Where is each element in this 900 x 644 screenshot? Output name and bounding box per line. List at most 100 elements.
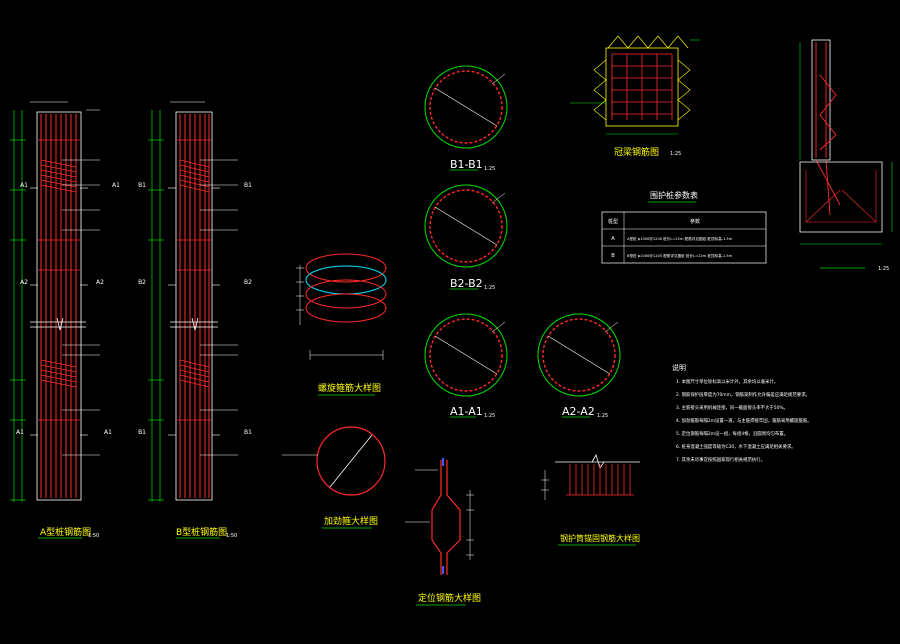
cap-beam-side-hatch bbox=[593, 59, 691, 121]
section-b2-title: B2-B2 bbox=[450, 277, 483, 290]
cap-beam-hatch-top bbox=[607, 35, 689, 49]
a-pile-section-marks bbox=[30, 187, 88, 436]
b-pile-dimension-line bbox=[148, 110, 164, 502]
cap-section-footing-hatch bbox=[805, 170, 877, 223]
cap-beam-rebar-grid bbox=[611, 53, 673, 120]
section-a2: A2-A2 1:25 bbox=[537, 313, 621, 419]
section-a1: A1-A1 1:25 bbox=[424, 313, 508, 419]
note-item-6: 6. 桩身混凝土强度等级为C30，水下混凝土应满足相关要求。 bbox=[676, 443, 796, 450]
section-a1-diameter bbox=[434, 335, 498, 375]
a-pile-outline bbox=[36, 111, 82, 501]
section-a2-scale: 1:25 bbox=[597, 413, 608, 419]
section-b1-title: B1-B1 bbox=[450, 158, 483, 171]
spiral-ring-4 bbox=[305, 293, 387, 323]
section-b2-rebar-ring bbox=[429, 189, 503, 263]
section-b1-diameter bbox=[434, 87, 498, 127]
locator-bar-detail: 定位钢筋大样图 bbox=[405, 458, 481, 606]
section-mark-b1-left: B1 bbox=[138, 182, 146, 189]
section-a1-outer bbox=[424, 313, 508, 397]
b-pile-title: B型桩钢筋图 bbox=[176, 526, 227, 538]
spiral-ring-1 bbox=[305, 253, 387, 283]
b-pile-scale: 1:50 bbox=[226, 533, 237, 539]
b-pile-stirrups-top bbox=[179, 159, 210, 193]
b-pile-stirrups-bottom bbox=[179, 359, 210, 388]
anchor-rebar bbox=[566, 464, 634, 496]
section-b2-leader bbox=[491, 192, 506, 204]
note-item-7: 7. 其余未尽事宜按照国家现行相关规范执行。 bbox=[676, 456, 765, 463]
design-notes: 说明 1. 本图尺寸单位除标高以米计外，其余均以毫米计。 2. 钢筋保护层厚度为… bbox=[672, 363, 812, 463]
section-a2-outer bbox=[537, 313, 621, 397]
section-a2-diameter bbox=[547, 335, 611, 375]
section-mark-b1-bottom-right: B1 bbox=[244, 429, 252, 436]
a-pile-elevation: A1 A1 A2 A2 A1 A1 A型桩钢筋图 1:50 bbox=[10, 101, 120, 539]
locator-dimension bbox=[405, 469, 474, 560]
table-row-b-desc: B型桩 φ1000@1200 配筋详见图纸 桩长L=22m 桩顶标高-1.5m bbox=[627, 253, 733, 258]
a-pile-stirrups-bottom bbox=[40, 359, 77, 388]
section-a1-leader bbox=[491, 321, 506, 333]
section-mark-a1-bottom-right: A1 bbox=[104, 429, 112, 436]
note-item-3: 3. 主筋接头采用机械连接，同一截面接头率不大于50%。 bbox=[676, 404, 788, 411]
b-pile-section-marks bbox=[168, 187, 220, 436]
note-item-5: 5. 定位钢筋每隔2m设一组，每组4根，沿圆周均匀布置。 bbox=[676, 430, 788, 437]
section-a1-rebar-ring bbox=[429, 318, 503, 392]
spiral-dimension bbox=[296, 265, 384, 360]
cap-beam-scale: 1:25 bbox=[670, 151, 681, 157]
section-mark-a1-left: A1 bbox=[20, 182, 28, 189]
cap-beam-outline bbox=[605, 47, 679, 127]
a-pile-stirrups-top bbox=[40, 159, 77, 193]
b-pile-break bbox=[170, 317, 218, 331]
section-mark-a2-left: A2 bbox=[20, 279, 28, 286]
section-b2: B2-B2 1:25 bbox=[424, 184, 508, 291]
section-mark-a1-bottom-left: A1 bbox=[16, 429, 24, 436]
section-b1-outer bbox=[424, 65, 508, 149]
a-pile-scale: 1:50 bbox=[88, 533, 99, 539]
section-a2-leader bbox=[604, 321, 619, 333]
table-row-a-type: A bbox=[611, 236, 615, 242]
section-mark-a2-right: A2 bbox=[96, 279, 104, 286]
stiffener-hoop-detail: 加劲箍大样图 bbox=[282, 426, 386, 529]
spiral-ring-3 bbox=[305, 279, 387, 309]
cap-section-rebar bbox=[815, 42, 841, 216]
a-pile-main-bars bbox=[40, 114, 77, 498]
anchor-title: 钢护筒锚固钢筋大样图 bbox=[560, 533, 640, 543]
table-frame bbox=[601, 211, 767, 264]
parameter-table: 围护桩参数表 桩型 参数 A A型桩 φ1000@1200 桩长L=22m 配筋… bbox=[601, 190, 767, 264]
table-row-b-type: B bbox=[611, 253, 615, 259]
section-b2-diameter bbox=[434, 206, 498, 246]
a-pile-dimension-line bbox=[10, 110, 26, 502]
a-pile-hoops bbox=[38, 139, 80, 421]
table-row-a-desc: A型桩 φ1000@1200 桩长L=22m 配筋详见图纸 桩顶标高-1.5m bbox=[627, 236, 733, 241]
anchor-break bbox=[591, 453, 605, 469]
section-b2-outer bbox=[424, 184, 508, 268]
section-mark-a1-right: A1 bbox=[112, 182, 120, 189]
anchor-dimension bbox=[541, 470, 549, 500]
cap-beam-section: 1:25 bbox=[799, 39, 893, 272]
cap-section-column bbox=[811, 39, 831, 161]
section-mark-b1-bottom-left: B1 bbox=[138, 429, 146, 436]
table-title: 围护桩参数表 bbox=[650, 190, 698, 200]
locator-bar-right bbox=[446, 460, 461, 575]
section-a2-rebar-ring bbox=[542, 318, 616, 392]
section-b1-leader bbox=[491, 73, 506, 85]
a-pile-leaders bbox=[30, 101, 100, 456]
section-b1: B1-B1 1:25 bbox=[424, 65, 508, 172]
b-pile-leaders bbox=[170, 101, 238, 456]
cap-beam-title: 冠梁钢筋图 bbox=[614, 146, 659, 158]
b-pile-main-bars bbox=[179, 114, 210, 498]
cap-section-dimension bbox=[799, 42, 893, 245]
table-header-desc: 参数 bbox=[690, 218, 700, 225]
cap-section-scale: 1:25 bbox=[878, 266, 889, 272]
cap-beam-plan: 冠梁钢筋图 1:25 bbox=[570, 35, 700, 158]
section-a2-title: A2-A2 bbox=[562, 405, 595, 418]
locator-bar-left bbox=[431, 460, 442, 575]
section-b1-scale: 1:25 bbox=[484, 166, 495, 172]
note-item-2: 2. 钢筋保护层厚度为70mm，钢筋笼制作允许偏差应满足规范要求。 bbox=[676, 391, 810, 398]
spiral-title: 螺旋箍筋大样图 bbox=[318, 382, 381, 394]
anchor-detail: 钢护筒锚固钢筋大样图 bbox=[541, 453, 640, 546]
section-a1-title: A1-A1 bbox=[450, 405, 483, 418]
section-mark-b1-right: B1 bbox=[244, 182, 252, 189]
section-b2-scale: 1:25 bbox=[484, 285, 495, 291]
spiral-stirrup-detail: 螺旋箍筋大样图 bbox=[296, 253, 387, 396]
cap-beam-dimension bbox=[570, 39, 700, 135]
